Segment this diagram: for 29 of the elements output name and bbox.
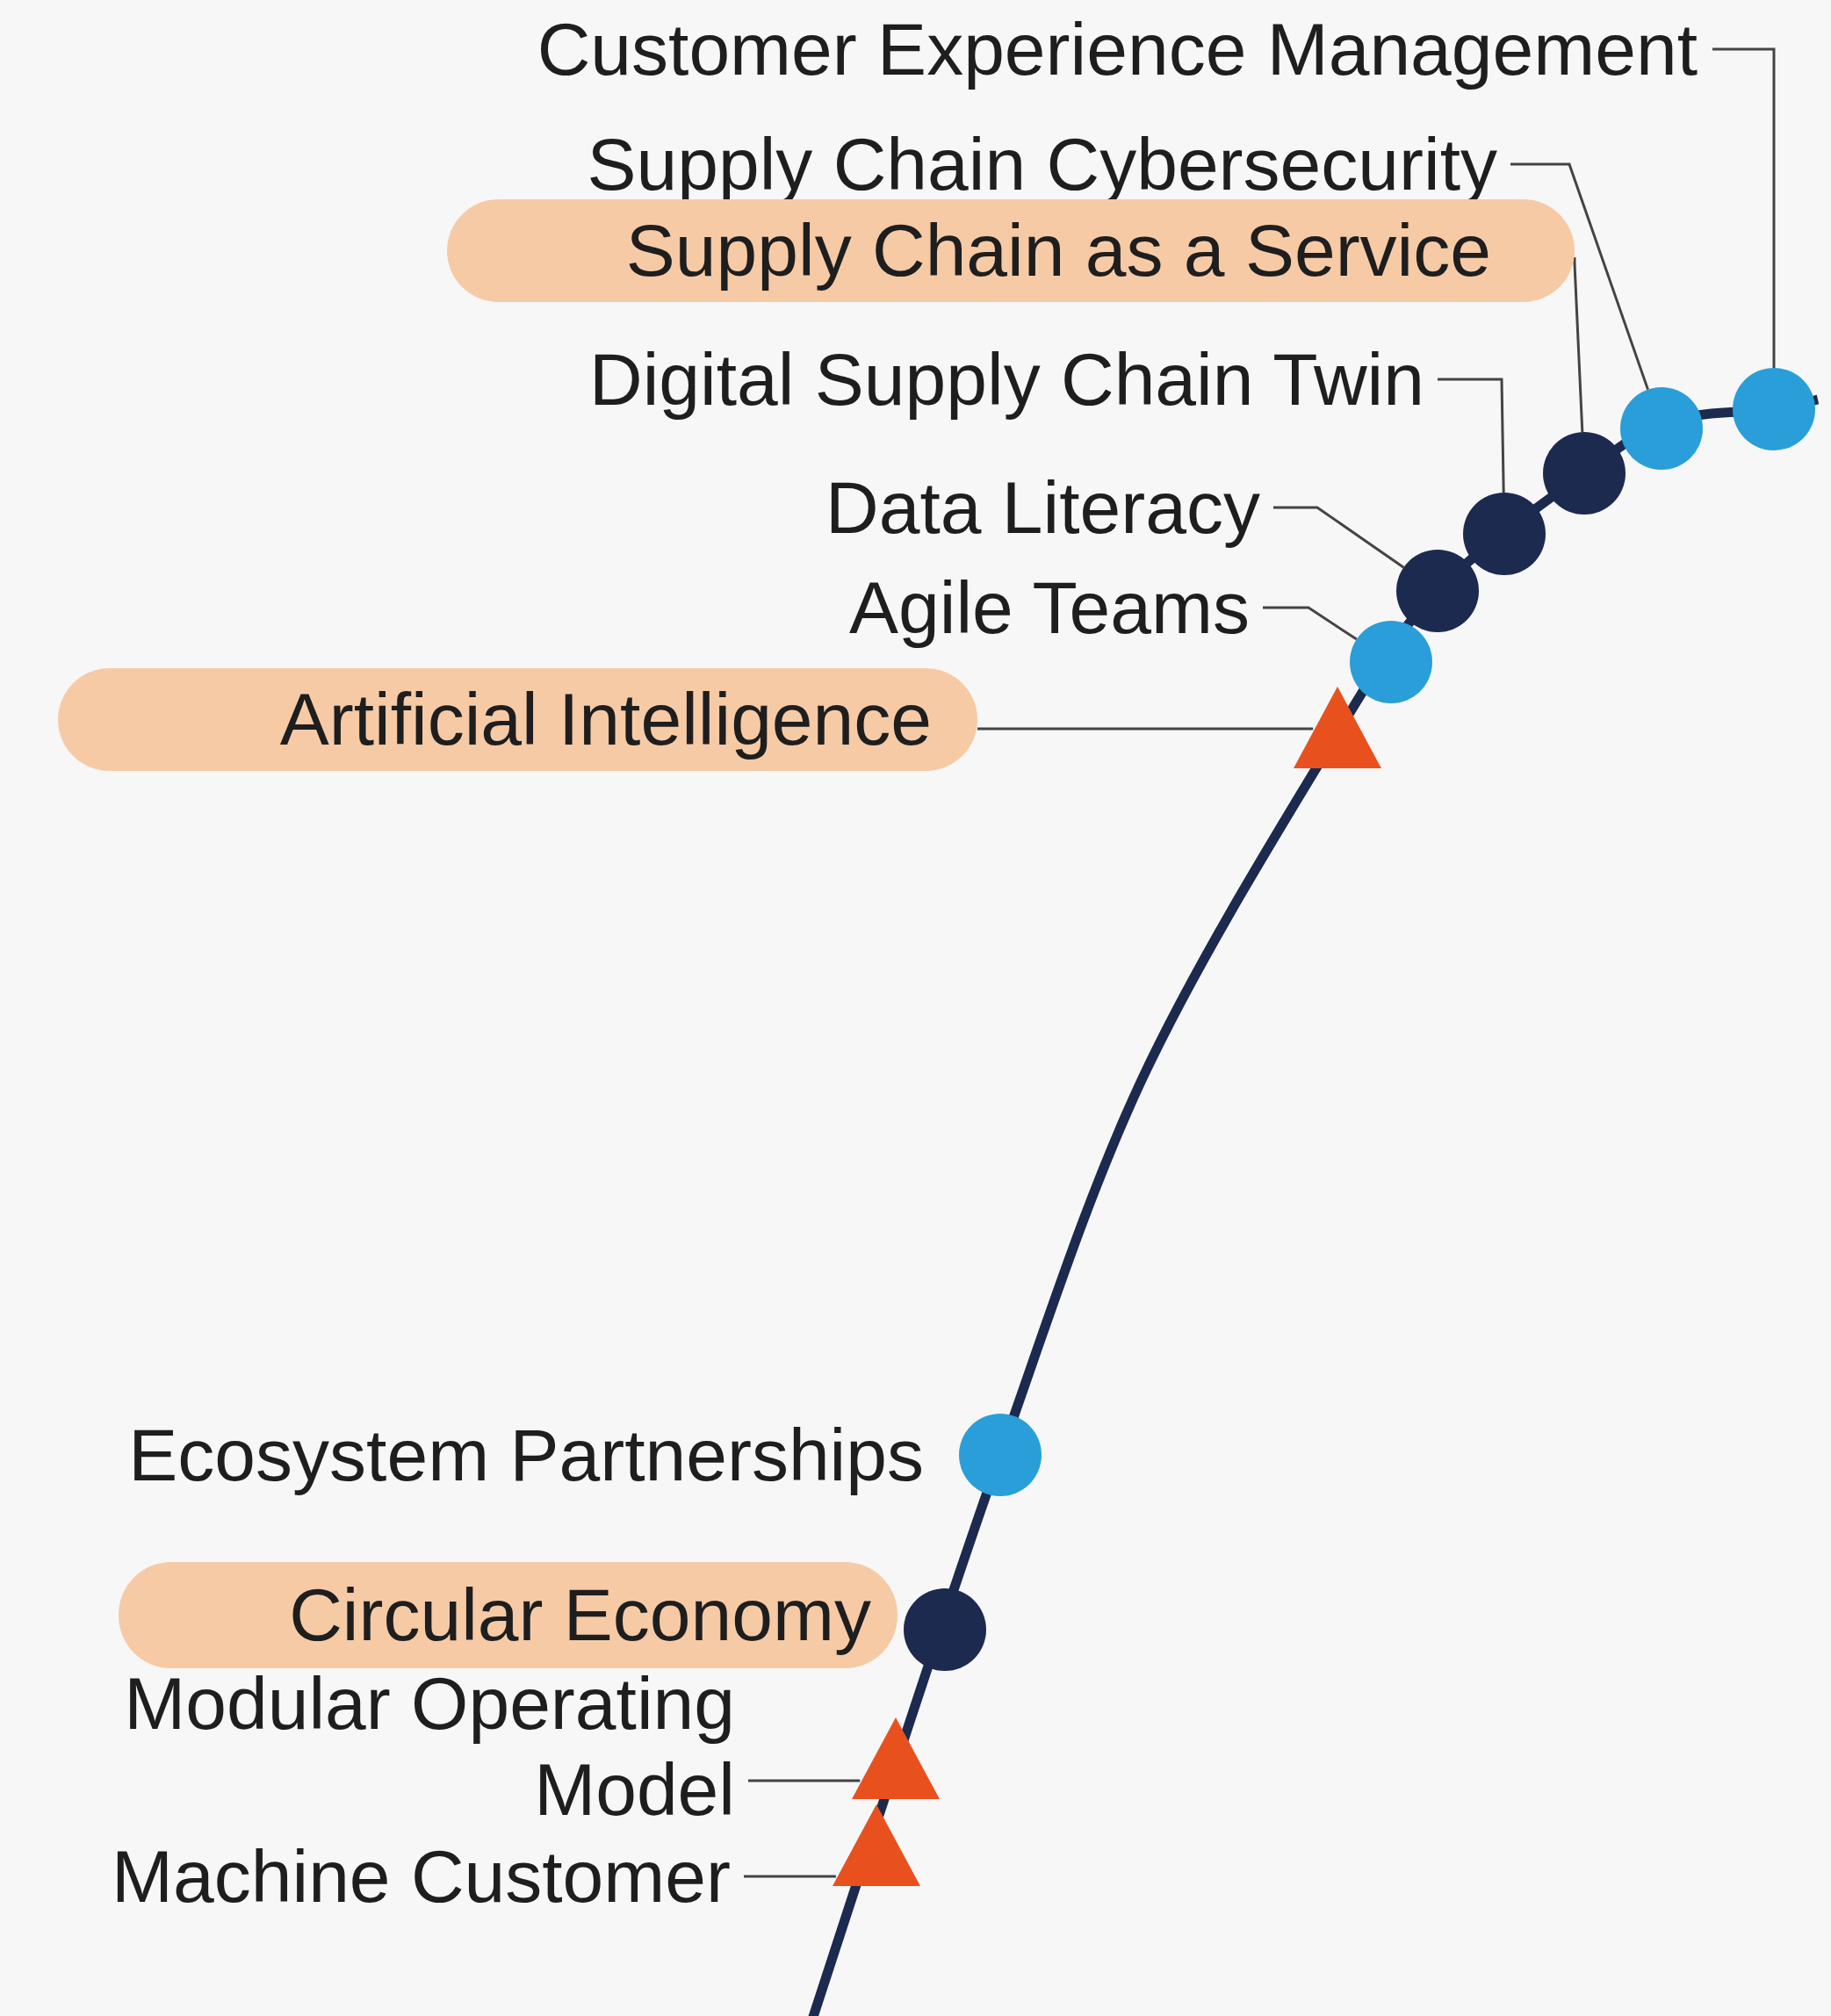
leader-line (1438, 378, 1505, 493)
marker-label: Ecosystem Partnerships (128, 1415, 924, 1494)
highlight-label: Supply Chain as a Service (447, 199, 1575, 302)
leader-line (1573, 257, 1584, 433)
triangle-marker (852, 1717, 940, 1799)
circle-marker (959, 1414, 1042, 1496)
circle-marker (1543, 432, 1626, 515)
circle-marker (1396, 550, 1479, 632)
technology-label: Agile Teams (849, 568, 1250, 647)
leader-line (1273, 506, 1405, 569)
highlight-label: Artificial Intelligence (58, 668, 977, 771)
leader-line (1263, 606, 1358, 641)
technology-label: Machine Customer (112, 1837, 731, 1916)
technology-label: Customer Experience Management (537, 10, 1698, 89)
circle-marker (904, 1588, 986, 1671)
circle-marker (1463, 493, 1546, 575)
triangle-marker (833, 1804, 920, 1886)
highlight-label: Circular Economy (119, 1562, 897, 1668)
technology-label: Data Literacy (825, 468, 1260, 547)
leader-line (744, 1875, 836, 1878)
technology-label: Digital Supply Chain Twin (589, 340, 1424, 419)
leader-line (1510, 162, 1649, 391)
circle-marker (1620, 387, 1703, 470)
leader-line (748, 1779, 861, 1782)
circle-marker (1733, 368, 1815, 450)
triangle-marker (1294, 687, 1381, 768)
circle-marker (1350, 621, 1432, 703)
leader-line (1712, 47, 1776, 368)
leader-line (977, 727, 1314, 731)
